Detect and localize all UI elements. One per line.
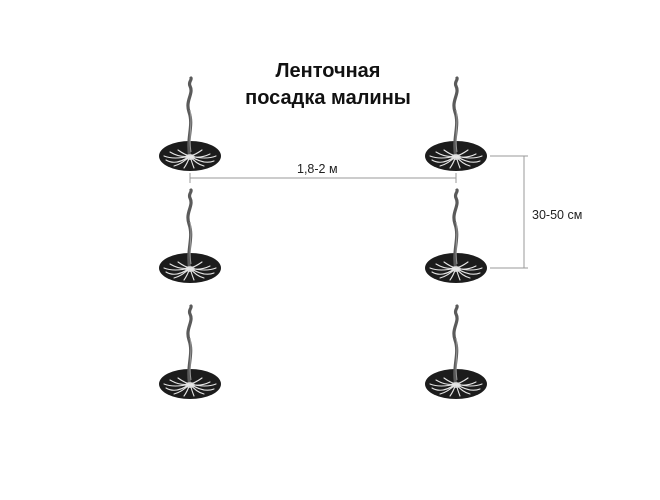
raspberry-seedling — [425, 188, 487, 283]
root-system — [429, 261, 483, 281]
raspberry-seedling — [425, 304, 487, 399]
raspberry-seedling — [159, 188, 221, 283]
cane-highlight — [455, 109, 458, 153]
diagram-title: Ленточная посадка малины — [200, 58, 456, 112]
dimension-lines — [189, 155, 528, 269]
cane-highlight — [189, 221, 192, 265]
title-line-2: посадка малины — [245, 87, 411, 109]
cane-highlight — [189, 109, 192, 153]
root-system — [163, 261, 217, 281]
row-spacing-label: 1,8-2 м — [297, 162, 338, 176]
raspberry-seedling — [425, 76, 487, 171]
root-system — [163, 149, 217, 169]
cane-highlight — [189, 337, 192, 381]
plant-group — [159, 76, 487, 399]
plant-spacing-label: 30-50 см — [532, 208, 583, 222]
root-system — [429, 149, 483, 169]
title-line-1: Ленточная — [275, 60, 381, 82]
root-system — [163, 377, 217, 397]
cane-highlight — [455, 221, 458, 265]
raspberry-seedling — [159, 304, 221, 399]
root-system — [429, 377, 483, 397]
raspberry-seedling — [159, 76, 221, 171]
cane-highlight — [455, 337, 458, 381]
